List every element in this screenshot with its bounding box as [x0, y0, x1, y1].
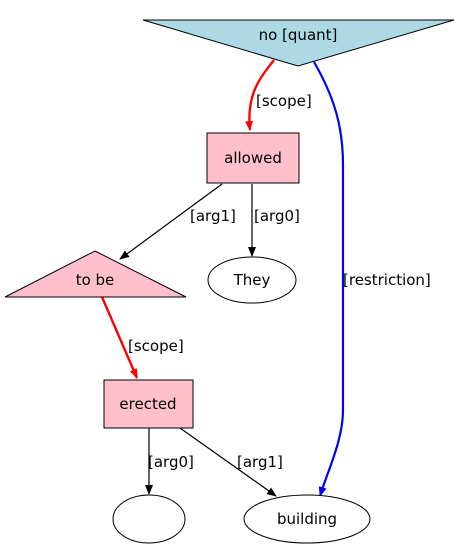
node-allowed[interactable]: allowed — [206, 132, 300, 184]
edge-label-arg1-allowed: [arg1] — [190, 207, 236, 225]
edge-label-scope-top: [scope] — [256, 92, 312, 110]
node-they[interactable]: They — [207, 256, 297, 304]
node-building[interactable]: building — [243, 494, 371, 544]
node-empty[interactable] — [112, 494, 186, 544]
edge-label-scope-bottom: [scope] — [128, 337, 184, 355]
edge-allowed-they: [arg0] — [248, 184, 300, 257]
node-label-allowed: allowed — [224, 149, 282, 167]
node-label-erected: erected — [119, 395, 176, 413]
node-to-be[interactable]: to be — [4, 250, 187, 298]
edge-label-arg1-erected: [arg1] — [237, 453, 283, 471]
edge-erected-empty: [arg0] — [145, 428, 194, 495]
edge-label-restriction: [restriction] — [343, 271, 431, 289]
edge-erected-building: [arg1] — [179, 427, 283, 497]
edge-tobe-erected: [scope] — [100, 296, 184, 379]
edge-label-arg0-erected: [arg0] — [148, 453, 194, 471]
node-no-quant[interactable]: no [quant] — [142, 19, 455, 67]
node-label-they: They — [233, 271, 271, 289]
edge-no-building: [restriction] — [313, 61, 431, 497]
edge-allowed-tobe: [arg1] — [119, 183, 236, 260]
edge-label-arg0-allowed: [arg0] — [254, 207, 300, 225]
edge-no-allowed: [scope] — [245, 59, 312, 131]
node-label-no-quant: no [quant] — [259, 26, 338, 44]
node-erected[interactable]: erected — [103, 379, 194, 429]
node-label-to-be: to be — [76, 271, 115, 289]
node-label-building: building — [277, 510, 337, 528]
